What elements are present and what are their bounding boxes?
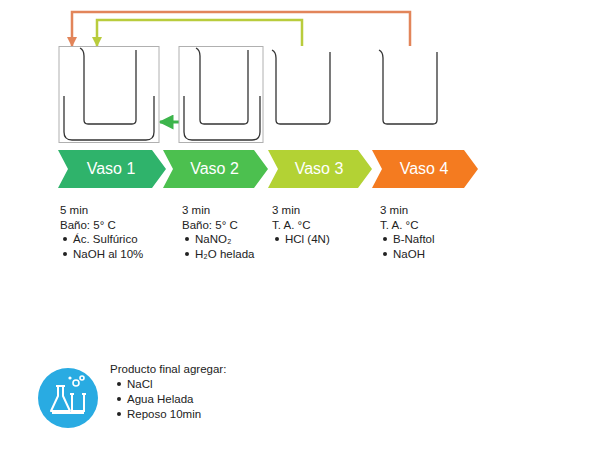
beaker-step: Vaso 4 3 min T. A. °C B-NaftolNaOH (378, 46, 478, 278)
step-note: 3 min (272, 203, 330, 218)
step-text: T. A. °C (272, 219, 310, 231)
bullet-dot (185, 237, 189, 241)
note-text: Agua Helada (127, 393, 194, 405)
beaker-outline (80, 48, 136, 124)
bullet-dot (275, 237, 279, 241)
step-text: 3 min (272, 204, 300, 216)
chevron-banner (268, 150, 372, 188)
step-text: B-Naftol (393, 233, 435, 245)
label-list: Producto final agregar: NaClAgua HeladaRe… (110, 362, 226, 422)
step-details: 3 min T. A. °C B-NaftolNaOH (380, 203, 435, 261)
step-note: 3 min (380, 203, 435, 218)
step-text: 3 min (182, 204, 210, 216)
note-text: NaCl (127, 378, 153, 390)
bullet-dot (185, 252, 189, 256)
bullet-dot (63, 237, 67, 241)
step-text: NaOH al 10% (73, 248, 143, 260)
step-title: Vaso 2 (171, 150, 258, 188)
bullet-dot (63, 252, 67, 256)
bullet-item: NaOH al 10% (60, 247, 143, 262)
note-text: Producto final agregar: (110, 363, 226, 375)
step-note: 5 min (60, 203, 143, 218)
beaker-frame (59, 47, 159, 143)
lab-icon (36, 366, 102, 432)
step-note: T. A. °C (380, 218, 435, 233)
step-text: 5 min (60, 204, 88, 216)
bullet-item: Reposo 10min (114, 407, 226, 422)
bullet-dot (383, 252, 387, 256)
step-text: Baño: 5° C (182, 219, 238, 231)
beaker-outline (379, 50, 437, 124)
step-details: 3 min T. A. °C HCl (4N) (272, 203, 330, 247)
step-note: 3 min (182, 203, 254, 218)
bullet-item: H₂O helada (182, 247, 254, 262)
chevron-banner (58, 150, 166, 188)
step-text: Baño: 5° C (60, 219, 116, 231)
step-title: Vaso 1 (66, 150, 156, 188)
note-heading: Producto final agregar: (110, 362, 226, 377)
beaker-step: Vaso 23 minBaño: 5° CNaNO₂H₂O helada (180, 46, 264, 278)
step-note: T. A. °C (272, 218, 330, 233)
step-text: T. A. °C (380, 219, 418, 231)
flow-arrow (160, 121, 180, 124)
flow-arrow (97, 20, 302, 46)
beaker-frame (179, 47, 263, 143)
beaker-outline (272, 50, 330, 124)
step-note: Baño: 5° C (182, 218, 254, 233)
step-details: 3 minBaño: 5° C NaNO₂ H₂O helada (182, 203, 254, 261)
step-note: Baño: 5° C (60, 218, 143, 233)
bullet-item: Ác. Sulfúrico (60, 232, 143, 247)
step-title: Vaso 3 (276, 150, 362, 188)
step-text: Ác. Sulfúrico (73, 233, 138, 245)
bullet-item: NaCl (114, 377, 226, 392)
step-text: 3 min (380, 204, 408, 216)
step-text: NaNO₂ (195, 233, 231, 245)
step-text: NaOH (393, 248, 425, 260)
bullet-item: HCl (4N) (272, 232, 330, 247)
bullet-item: B-Naftol (380, 232, 435, 247)
beaker-step: Vaso 1 5 minBaño: 5° C Ác. SulfúricoNaOH a… (58, 46, 160, 278)
bullet-dot (117, 397, 121, 401)
flow-arrow (72, 12, 410, 46)
step-details: 5 minBaño: 5° C Ác. SulfúricoNaOH al 10% (60, 203, 143, 261)
bullet-dot (117, 382, 121, 386)
chevron-banner (163, 150, 268, 188)
bullet-dot (383, 237, 387, 241)
beaker-step: Vaso 3 3 min T. A. °C HCl (4N) (270, 46, 365, 278)
bullet-dot (117, 412, 121, 416)
note-text: Reposo 10min (127, 408, 201, 420)
bullet-item: NaOH (380, 247, 435, 262)
beaker-outline (196, 48, 248, 124)
ice-bath (184, 96, 260, 140)
step-title: Vaso 4 (380, 150, 468, 188)
bullet-item: Agua Helada (114, 392, 226, 407)
step-text: HCl (4N) (285, 233, 330, 245)
ice-bath (64, 96, 154, 140)
bullet-item: NaNO₂ (182, 232, 254, 247)
chevron-banner (372, 150, 478, 188)
step-text: H₂O helada (195, 248, 254, 260)
